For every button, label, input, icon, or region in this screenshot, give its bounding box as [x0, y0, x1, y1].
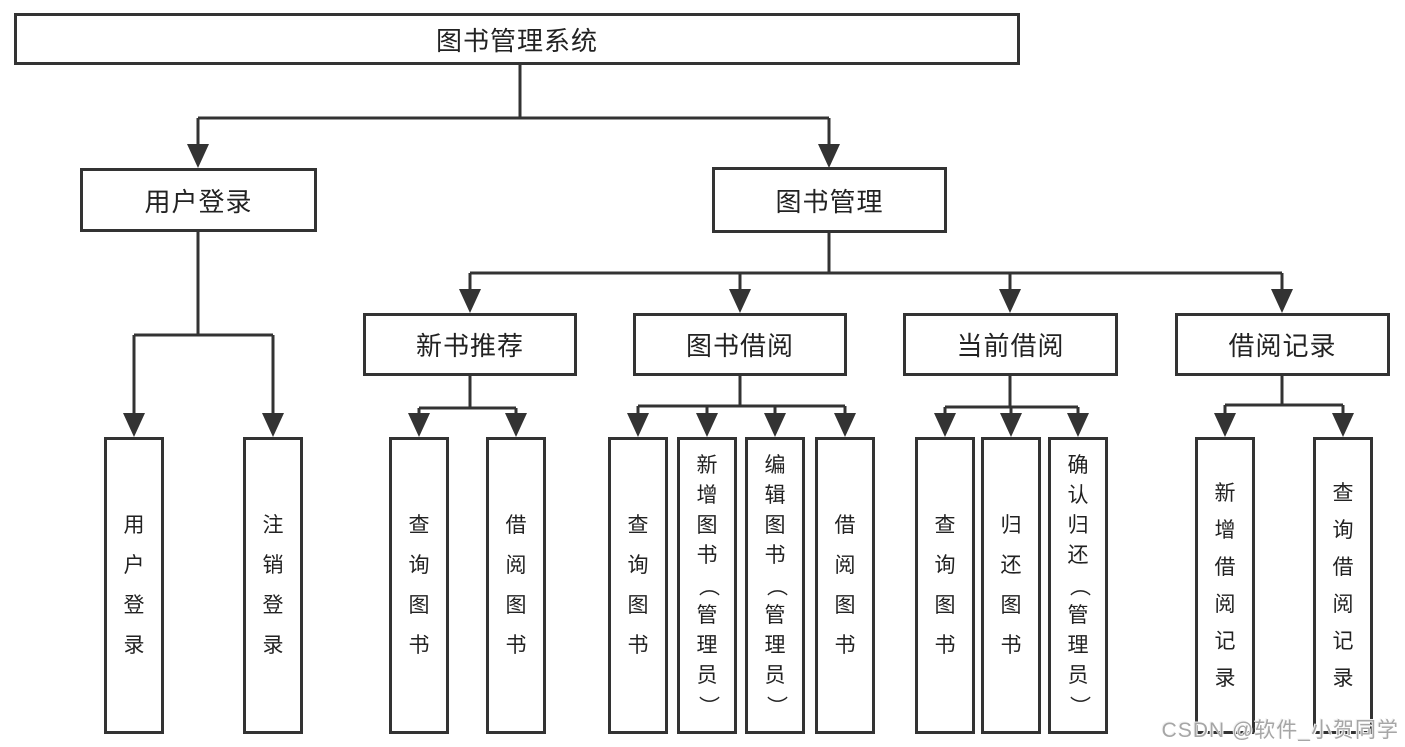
node-label: 查询图书	[408, 513, 430, 657]
node-label: 用户登录	[144, 186, 253, 217]
leaf-records-add-record: 新增借阅记录	[1195, 437, 1255, 734]
node-new-book-recommendation: 新书推荐	[363, 313, 577, 376]
node-label: 借阅记录	[1228, 331, 1337, 361]
node-label: 图书管理	[775, 186, 884, 217]
node-label: 借阅图书	[834, 513, 856, 657]
leaf-records-query-record: 查询借阅记录	[1313, 437, 1373, 734]
node-book-management: 图书管理	[712, 167, 947, 233]
node-label: 注销登录	[262, 513, 284, 657]
leaf-logout: 注销登录	[243, 437, 303, 734]
node-label: 当前借阅	[956, 331, 1065, 361]
node-borrowing-records: 借阅记录	[1175, 313, 1390, 376]
node-label: 确认归还（管理员）	[1067, 453, 1090, 717]
node-label: 归还图书	[1000, 513, 1022, 657]
node-label: 查询图书	[627, 513, 649, 657]
node-label: 查询借阅记录	[1332, 481, 1354, 690]
node-current-borrowing: 当前借阅	[903, 313, 1118, 376]
node-label: 新增借阅记录	[1214, 481, 1236, 690]
node-book-borrowing: 图书借阅	[633, 313, 847, 376]
node-label: 新增图书（管理员）	[696, 453, 719, 717]
leaf-borrowing-add-books-admin: 新增图书（管理员）	[677, 437, 737, 734]
leaf-recommend-borrow-books: 借阅图书	[486, 437, 546, 734]
node-label: 图书管理系统	[435, 25, 598, 56]
node-label: 编辑图书（管理员）	[764, 453, 787, 717]
leaf-borrowing-query-books: 查询图书	[608, 437, 668, 734]
leaf-current-return-books: 归还图书	[981, 437, 1041, 734]
node-label: 图书借阅	[685, 331, 794, 361]
csdn-watermark: CSDN @软件_小贺同学	[1161, 719, 1399, 742]
leaf-user-login: 用户登录	[104, 437, 164, 734]
leaf-current-confirm-return-admin: 确认归还（管理员）	[1048, 437, 1108, 734]
node-label: 新书推荐	[415, 331, 524, 361]
node-library-management-system: 图书管理系统	[14, 13, 1020, 65]
leaf-borrowing-borrow-books: 借阅图书	[815, 437, 875, 734]
node-label: 借阅图书	[505, 513, 527, 657]
leaf-current-query-books: 查询图书	[915, 437, 975, 734]
leaf-recommend-query-books: 查询图书	[389, 437, 449, 734]
node-label: 查询图书	[934, 513, 956, 657]
leaf-borrowing-edit-books-admin: 编辑图书（管理员）	[745, 437, 805, 734]
node-label: 用户登录	[123, 513, 145, 657]
node-user-login: 用户登录	[80, 168, 317, 232]
